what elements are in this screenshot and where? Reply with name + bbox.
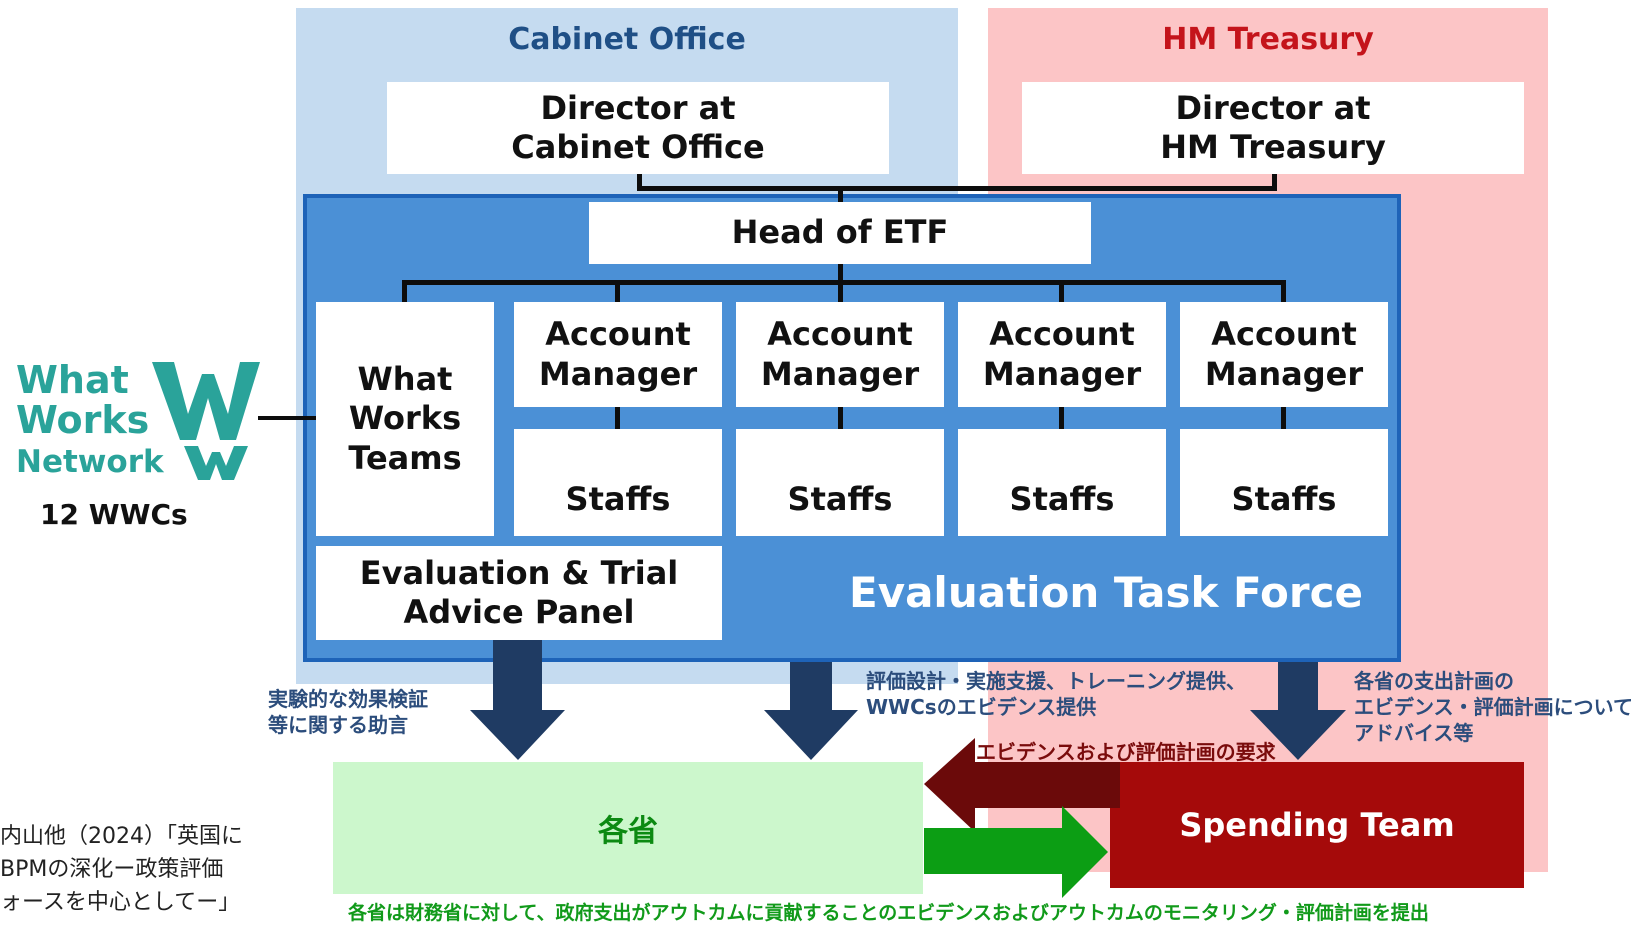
connector-staff-3 xyxy=(1059,407,1064,429)
hm-treasury-title: HM Treasury xyxy=(1162,22,1374,57)
ministries-box: 各省 xyxy=(333,762,923,894)
source-note-line-2: BPMの深化ー政策評価 xyxy=(0,857,224,882)
spending-team-box: Spending Team xyxy=(1110,762,1524,888)
arrow-request xyxy=(924,738,1120,832)
annotation-support-line-1: 評価設計・実施支援、トレーニング提供、 xyxy=(866,669,1246,693)
connector-directors-horizontal xyxy=(637,186,1277,191)
connector-cabinet-down xyxy=(637,174,642,190)
arrow-treasury-advice-down xyxy=(1250,662,1346,760)
annotation-support-line-2: WWCsのエビデンス提供 xyxy=(866,695,1097,719)
connector-am-4 xyxy=(1281,280,1286,302)
advice-panel-line-2: Advice Panel xyxy=(403,593,635,631)
wwt-line-2: Works xyxy=(348,399,462,438)
connector-am-3 xyxy=(1059,280,1064,302)
am-3-line-1: Account xyxy=(989,315,1135,354)
annotation-treasury-advice: 各省の支出計画の エビデンス・評価計画について アドバイス等 xyxy=(1354,668,1633,746)
am-2-line-2: Manager xyxy=(760,354,920,393)
wwn-logo-line-3: Network xyxy=(16,444,164,480)
am-1-line-2: Manager xyxy=(538,354,698,393)
arrow-advice-down xyxy=(470,640,565,760)
annotation-advice-line-1: 実験的な効果検証 xyxy=(268,687,428,711)
am-4-line-1: Account xyxy=(1211,315,1357,354)
cabinet-office-title: Cabinet Office xyxy=(508,22,746,57)
annotation-support: 評価設計・実施支援、トレーニング提供、 WWCsのエビデンス提供 xyxy=(866,668,1246,720)
annotation-treasury-line-2: エビデンス・評価計画について xyxy=(1354,695,1633,719)
am-4-line-2: Manager xyxy=(1204,354,1364,393)
am-2-line-1: Account xyxy=(767,315,913,354)
am-1-line-1: Account xyxy=(545,315,691,354)
annotation-advice: 実験的な効果検証 等に関する助言 xyxy=(268,686,428,738)
am-3-line-2: Manager xyxy=(982,354,1142,393)
annotation-submit: 各省は財務省に対して、政府支出がアウトカムに貢献することのエビデンスおよびアウト… xyxy=(348,902,1429,924)
director-cabinet-line-2: Cabinet Office xyxy=(511,128,765,166)
connector-staff-4 xyxy=(1281,407,1286,429)
connector-staff-2 xyxy=(838,407,843,429)
director-treasury-line-2: HM Treasury xyxy=(1160,128,1386,166)
wwt-line-1: What xyxy=(357,360,453,399)
wwn-w-mark-icon xyxy=(152,362,260,480)
etf-label: Evaluation Task Force xyxy=(849,568,1363,617)
arrow-support-down xyxy=(764,662,858,760)
wwn-logo-line-2: Works xyxy=(16,398,150,442)
connector-staff-1 xyxy=(615,407,620,429)
advice-panel-line-1: Evaluation & Trial xyxy=(359,553,679,592)
staffs-4: Staffs xyxy=(1180,429,1388,536)
annotation-treasury-line-1: 各省の支出計画の xyxy=(1354,669,1514,693)
connector-to-head xyxy=(838,186,843,202)
annotation-request: エビデンスおよび評価計画の要求 xyxy=(976,740,1276,764)
connector-head-down xyxy=(838,264,843,282)
head-of-etf: Head of ETF xyxy=(589,202,1091,264)
annotation-advice-line-2: 等に関する助言 xyxy=(268,713,408,737)
annotation-treasury-line-3: アドバイス等 xyxy=(1354,721,1474,745)
what-works-network-logo: What Works Network xyxy=(16,360,266,485)
connector-treasury-down xyxy=(1272,174,1277,190)
source-note: 内山他（2024）「英国に BPMの深化ー政策評価 ォースを中心としてー」 xyxy=(0,820,243,919)
wwc-count: 12 WWCs xyxy=(40,498,188,531)
arrow-submit xyxy=(924,806,1108,898)
staffs-1: Staffs xyxy=(514,429,722,536)
wwt-line-3: Teams xyxy=(348,438,462,477)
director-treasury-line-1: Director at xyxy=(1175,88,1371,127)
source-note-line-1: 内山他（2024）「英国に xyxy=(0,824,243,849)
connector-wwn xyxy=(258,416,316,420)
staffs-2: Staffs xyxy=(736,429,944,536)
director-cabinet-line-1: Director at xyxy=(540,88,736,127)
connector-wwt xyxy=(402,280,407,302)
source-note-line-3: ォースを中心としてー」 xyxy=(0,890,241,915)
staffs-3: Staffs xyxy=(958,429,1166,536)
connector-am-1 xyxy=(615,280,620,302)
connector-head-horizontal xyxy=(402,280,1286,285)
connector-am-2 xyxy=(838,280,843,302)
wwn-logo-line-1: What xyxy=(16,358,129,402)
